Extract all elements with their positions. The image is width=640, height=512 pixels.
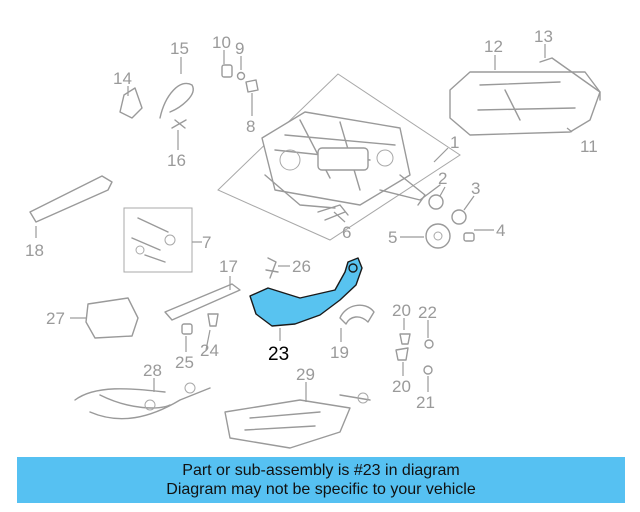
part-23-hole: [348, 263, 358, 273]
armrest-pad: [85, 297, 139, 339]
callout-10: 10: [212, 33, 231, 52]
callout-4: 4: [496, 221, 505, 240]
seat-cushion: [449, 57, 601, 136]
callout-2: 2: [438, 169, 447, 188]
callout-19: 19: [330, 343, 349, 362]
fasteners-8-9-10: [221, 64, 259, 93]
bracket-6: [317, 204, 349, 221]
callout-13: 13: [534, 27, 553, 46]
callout-9: 9: [235, 39, 244, 58]
side-trim-strip: [29, 175, 113, 223]
callout-17: 17: [219, 257, 238, 276]
callout-7: 7: [202, 233, 211, 252]
callout-labels: 1 2 3 4 5 6 7 8 9 10 11 12 13 14 15 16 1…: [25, 27, 598, 412]
callout-6: 6: [342, 223, 351, 242]
bolts-20-21-22: [395, 333, 434, 375]
callout-26: 26: [292, 257, 311, 276]
callout-29: 29: [296, 365, 315, 384]
clip-25: [181, 323, 193, 335]
banner-line-2: Diagram may not be specific to your vehi…: [166, 481, 476, 498]
leader-lines: [35, 44, 573, 402]
callout-18: 18: [25, 241, 44, 260]
callout-1: 1: [450, 133, 459, 152]
callout-28: 28: [143, 361, 162, 380]
callout-20-top: 20: [392, 301, 411, 320]
banner-line-1: Part or sub-assembly is #23 in diagram: [182, 462, 460, 479]
part-23-highlighted: [249, 257, 363, 327]
handle-19: [339, 304, 375, 325]
callout-8: 8: [246, 117, 255, 136]
screw-24: [207, 313, 219, 327]
callout-24: 24: [200, 341, 219, 360]
callout-3: 3: [471, 179, 480, 198]
rail-17: [164, 283, 241, 321]
callout-27: 27: [46, 309, 65, 328]
callout-12: 12: [484, 37, 503, 56]
callout-20-bottom: 20: [392, 377, 411, 396]
callout-15: 15: [170, 39, 189, 58]
clip-26: [265, 257, 279, 279]
seat-frame-assembly: [217, 73, 461, 241]
info-banner: Part or sub-assembly is #23 in diagram D…: [17, 457, 625, 503]
callout-22: 22: [418, 303, 437, 322]
wiring-harness-28: [74, 382, 211, 420]
callout-16: 16: [167, 151, 186, 170]
callout-11: 11: [580, 137, 598, 156]
callout-14: 14: [113, 69, 132, 88]
callout-5: 5: [388, 228, 397, 247]
parts-kit-7: [123, 207, 193, 273]
callout-23: 23: [268, 344, 289, 365]
lever-and-cable: [119, 82, 194, 129]
callout-25: 25: [175, 353, 194, 372]
recliner-parts: [425, 194, 475, 249]
callout-21: 21: [416, 393, 435, 412]
seat-sensor-mat-29: [224, 392, 371, 449]
